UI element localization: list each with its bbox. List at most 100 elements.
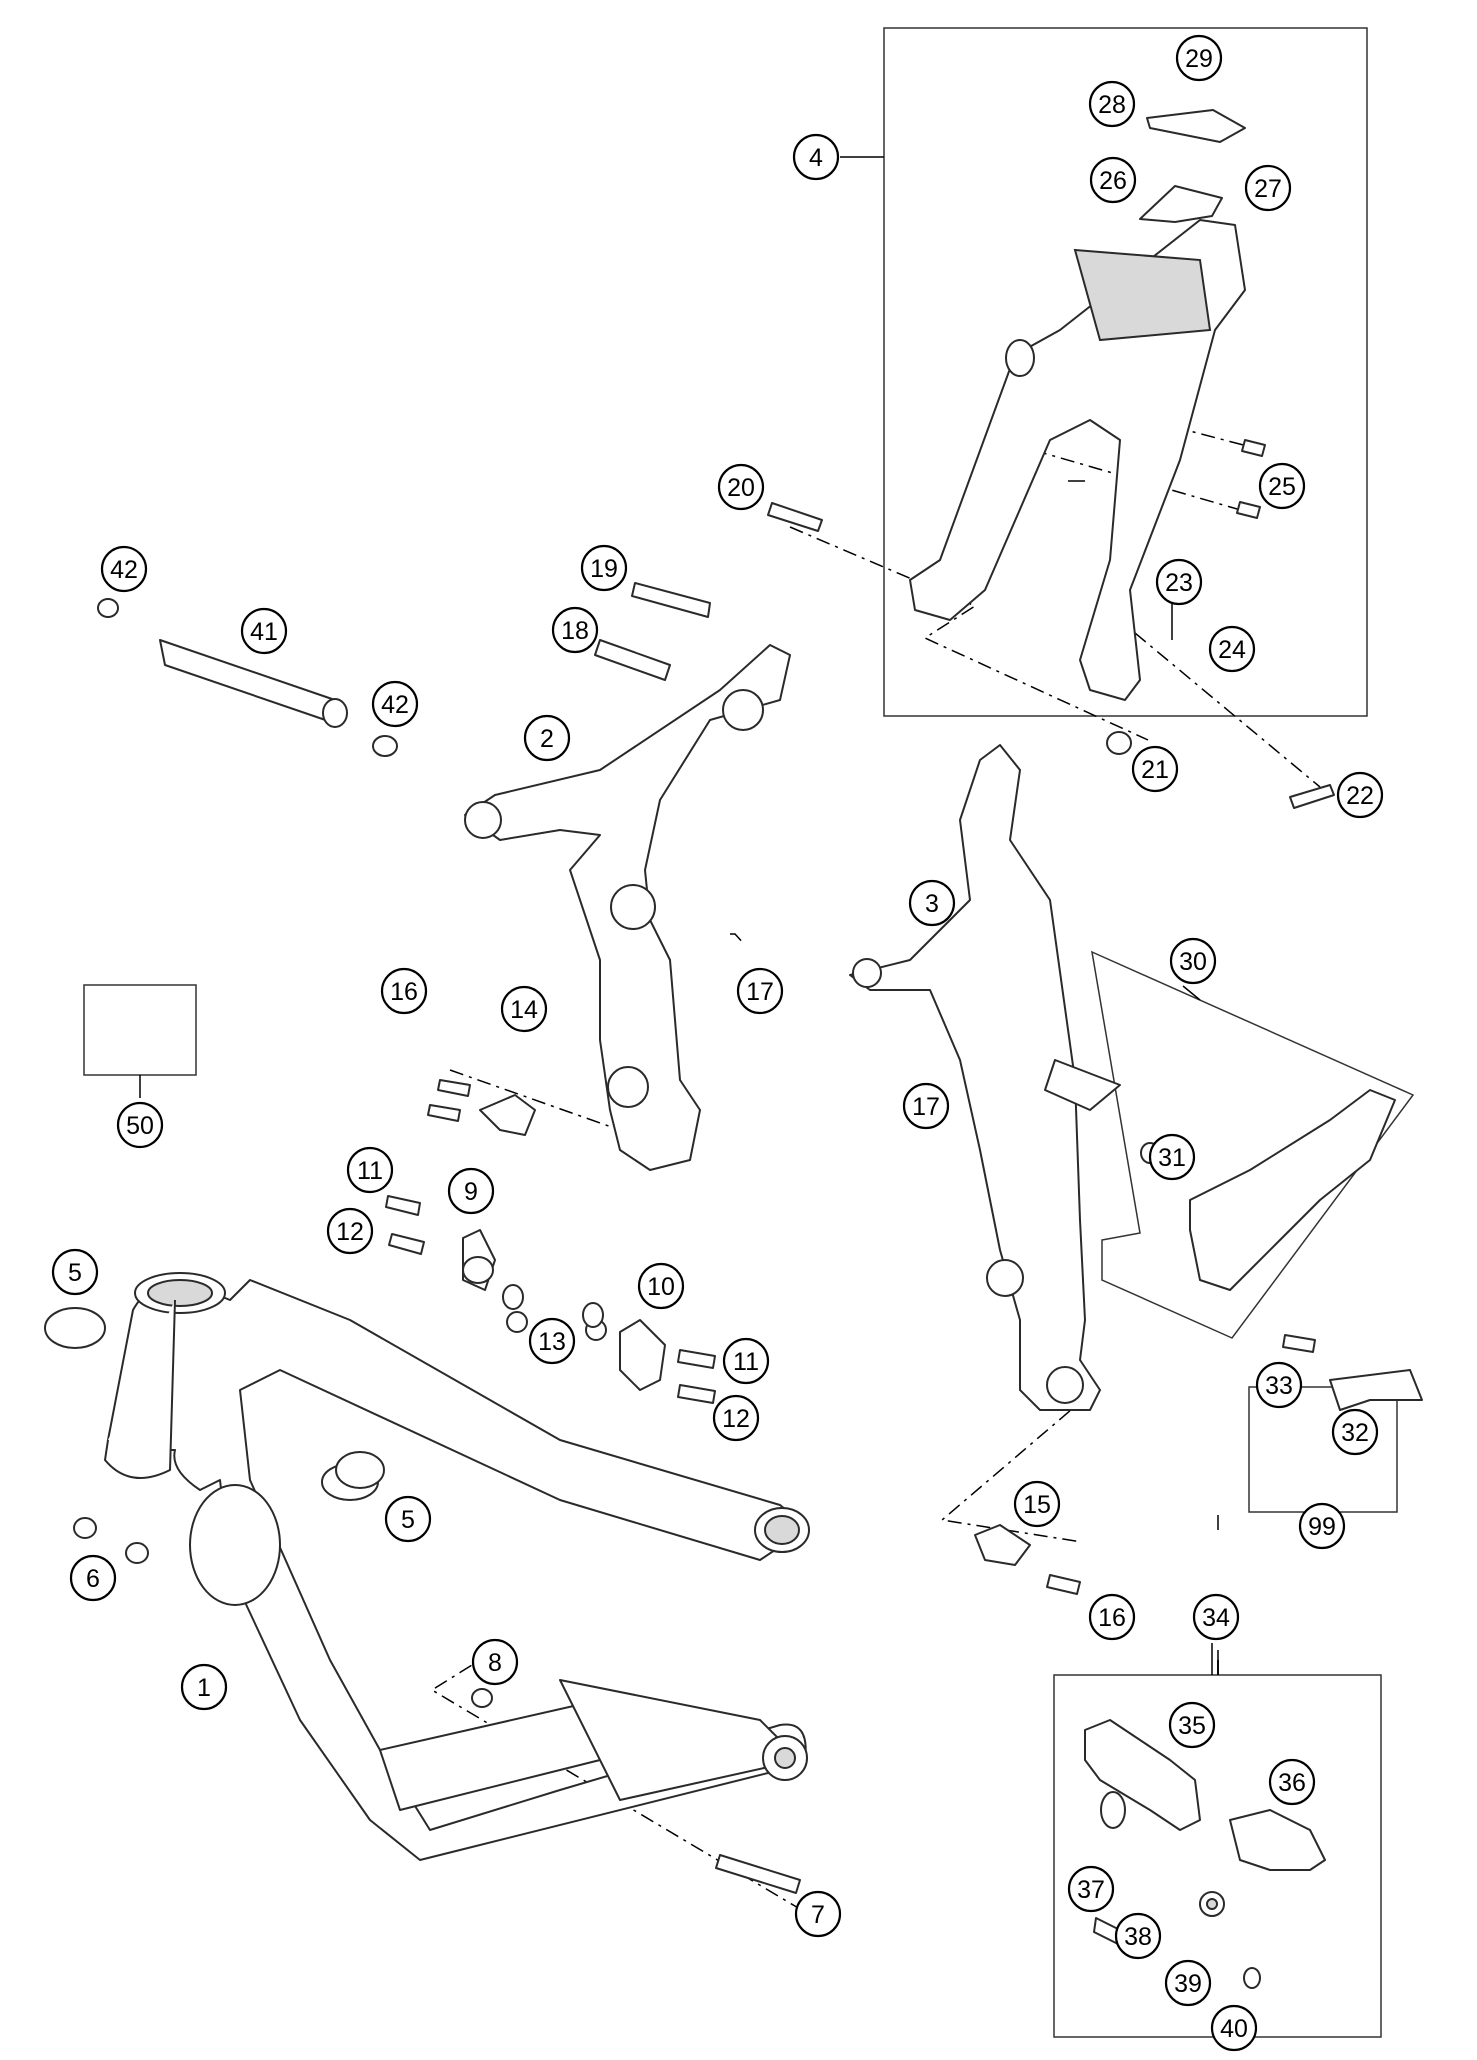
- callout-42: 42: [100, 545, 148, 593]
- callout-1: 1: [180, 1663, 228, 1711]
- callout-number: 24: [1218, 636, 1246, 664]
- callout-circle: [1148, 1133, 1196, 1181]
- callout-14: 14: [500, 985, 548, 1033]
- callout-13: 13: [528, 1317, 576, 1365]
- footrest-assembly: [1084, 1719, 1326, 1917]
- callout-circle: [908, 879, 956, 927]
- callout-number: 38: [1124, 1923, 1152, 1951]
- callout-circle: [902, 1082, 950, 1130]
- callout-circle: [1088, 1593, 1136, 1641]
- callout-circle: [116, 1101, 164, 1149]
- callout-number: 37: [1077, 1876, 1105, 1904]
- callout-3: 3: [908, 879, 956, 927]
- callout-number: 9: [464, 1178, 478, 1206]
- callout-circle: [1169, 937, 1217, 985]
- callout-number: 15: [1023, 1491, 1051, 1519]
- callout-38: 38: [1114, 1912, 1162, 1960]
- callout-12: 12: [326, 1207, 374, 1255]
- callout-number: 16: [390, 978, 418, 1006]
- callout-circle: [326, 1207, 374, 1255]
- callout-15: 15: [1013, 1480, 1061, 1528]
- callout-circle: [717, 463, 765, 511]
- callout-number: 7: [811, 1901, 825, 1929]
- callout-34: 34: [1192, 1593, 1240, 1641]
- callout-number: 31: [1158, 1144, 1186, 1172]
- callout-number: 22: [1346, 782, 1374, 810]
- callout-12: 12: [712, 1394, 760, 1442]
- callout-circle: [500, 985, 548, 1033]
- callout-number: 20: [727, 474, 755, 502]
- callout-number: 4: [809, 144, 823, 172]
- callout-circle: [51, 1248, 99, 1296]
- callout-number: 25: [1268, 473, 1296, 501]
- callout-number: 17: [746, 978, 774, 1006]
- callout-circle: [1175, 34, 1223, 82]
- callout-24: 24: [1208, 625, 1256, 673]
- callout-number: 17: [912, 1093, 940, 1121]
- callout-16: 16: [380, 967, 428, 1015]
- subframe-upper: [909, 219, 1246, 701]
- callout-number: 28: [1098, 91, 1126, 119]
- callout-circle: [637, 1262, 685, 1310]
- callout-circle: [100, 545, 148, 593]
- callout-number: 99: [1308, 1513, 1336, 1541]
- callout-circle: [712, 1394, 760, 1442]
- skid-plate-30: [1189, 1089, 1396, 1291]
- callout-4: 4: [792, 133, 840, 181]
- callout-20: 20: [717, 463, 765, 511]
- callout-11: 11: [722, 1337, 770, 1385]
- callout-28: 28: [1088, 80, 1136, 128]
- callout-circle: [1164, 1959, 1212, 2007]
- callout-number: 2: [540, 725, 554, 753]
- callout-7: 7: [794, 1890, 842, 1938]
- callout-circle: [792, 133, 840, 181]
- callout-circle: [240, 607, 288, 655]
- callout-2: 2: [523, 714, 571, 762]
- callout-number: 27: [1254, 175, 1282, 203]
- callout-number: 30: [1179, 948, 1207, 976]
- callout-number: 33: [1265, 1372, 1293, 1400]
- callout-26: 26: [1089, 156, 1137, 204]
- callout-11: 11: [346, 1146, 394, 1194]
- group-box-50: [83, 984, 197, 1076]
- callout-number: 16: [1098, 1604, 1126, 1632]
- group-box-30: [1091, 950, 1415, 1339]
- callout-number: 6: [86, 1565, 100, 1593]
- callout-30: 30: [1169, 937, 1217, 985]
- callout-27: 27: [1244, 164, 1292, 212]
- callout-99: 99: [1298, 1502, 1346, 1550]
- callout-5: 5: [51, 1248, 99, 1296]
- callout-number: 3: [925, 890, 939, 918]
- callout-number: 11: [733, 1348, 759, 1376]
- callout-number: 8: [488, 1649, 502, 1677]
- callout-circle: [1210, 2004, 1258, 2052]
- callout-circle: [580, 544, 628, 592]
- callout-36: 36: [1268, 1758, 1316, 1806]
- callouts: 1234556789101111121213141516161717181920…: [51, 34, 1384, 2052]
- callout-number: 26: [1099, 167, 1127, 195]
- callout-number: 40: [1220, 2015, 1248, 2043]
- callout-circle: [1089, 156, 1137, 204]
- callout-number: 5: [401, 1506, 415, 1534]
- callout-number: 18: [561, 617, 589, 645]
- callout-circle: [371, 680, 419, 728]
- callout-number: 21: [1141, 756, 1169, 784]
- callout-37: 37: [1067, 1865, 1115, 1913]
- small-parts: [44, 109, 1423, 1708]
- callout-circle: [1298, 1502, 1346, 1550]
- callout-circle: [346, 1146, 394, 1194]
- callout-number: 29: [1185, 45, 1213, 73]
- callout-41: 41: [240, 607, 288, 655]
- rear-bracket-3: [849, 744, 1101, 1411]
- callout-number: 36: [1278, 1769, 1306, 1797]
- callout-25: 25: [1258, 462, 1306, 510]
- callout-6: 6: [69, 1554, 117, 1602]
- callout-number: 34: [1202, 1604, 1230, 1632]
- frame-main: [104, 1272, 810, 1861]
- callout-circle: [69, 1554, 117, 1602]
- callout-33: 33: [1255, 1361, 1303, 1409]
- callout-circle: [551, 606, 599, 654]
- callout-circle: [794, 1890, 842, 1938]
- callout-number: 14: [510, 996, 538, 1024]
